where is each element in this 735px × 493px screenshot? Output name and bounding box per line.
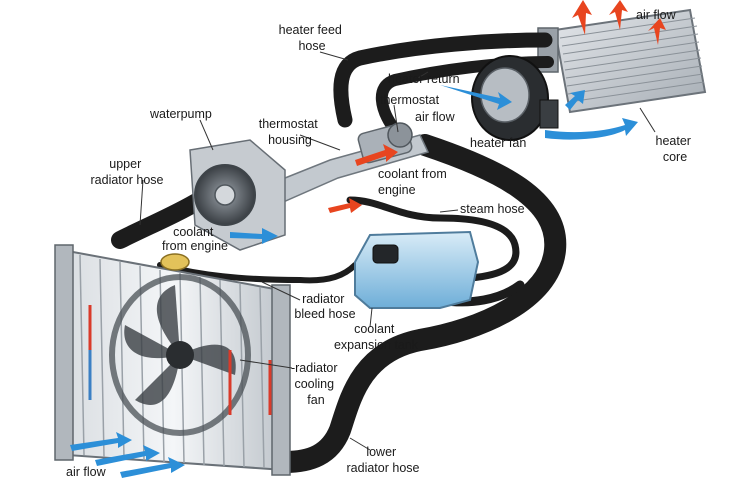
air-flow-arrows-heater bbox=[440, 85, 638, 140]
label-lower-radiator-hose: lower radiator hose bbox=[347, 445, 420, 475]
labels: heater feed hose air flow heater return … bbox=[66, 8, 695, 479]
label-heater-feed-hose: heater feed hose bbox=[279, 23, 346, 53]
coolant-arrows bbox=[230, 144, 398, 244]
label-air-flow-mid: air flow bbox=[415, 110, 456, 124]
heater-fan bbox=[471, 55, 559, 141]
water-pump bbox=[189, 139, 286, 251]
steam-hose bbox=[346, 196, 520, 282]
label-waterpump: waterpump bbox=[149, 107, 212, 121]
label-air-flow-top: air flow bbox=[636, 8, 677, 22]
leader-lines bbox=[139, 51, 656, 451]
radiator-flow-markers bbox=[88, 305, 272, 415]
radiator-cooling-fan bbox=[109, 274, 251, 436]
label-air-flow-bottom: air flow bbox=[66, 465, 107, 479]
label-upper-radiator-hose: upper radiator hose bbox=[91, 157, 164, 187]
label-heater-fan: heater fan bbox=[470, 136, 526, 150]
label-coolant-from-engine-left: coolant from engine bbox=[162, 225, 228, 253]
label-coolant-from-engine-right: coolant from engine bbox=[378, 167, 450, 197]
label-thermostat-housing: thermostat housing bbox=[259, 117, 322, 147]
label-heater-core: heater core bbox=[656, 134, 695, 164]
lower-radiator-hose bbox=[274, 134, 567, 473]
label-thermostat: thermostat bbox=[380, 93, 440, 107]
hoses bbox=[111, 32, 567, 473]
air-flow-arrows-top bbox=[572, 0, 666, 45]
label-coolant-expansion-tank: coolant expansion tank bbox=[334, 322, 419, 352]
label-radiator-bleed-hose: radiator bleed hose bbox=[294, 292, 355, 321]
heater-feed-hose bbox=[333, 32, 553, 128]
radiator-bleed-hose bbox=[157, 262, 358, 284]
label-radiator-cooling-fan: -radiator cooling fan bbox=[291, 361, 341, 407]
label-steam-hose: steam hose bbox=[460, 202, 525, 216]
upper-radiator-hose bbox=[111, 191, 209, 249]
coolant-expansion-tank bbox=[354, 230, 480, 309]
air-flow-arrows-bottom bbox=[70, 432, 185, 478]
label-heater-return: heater return bbox=[388, 72, 460, 86]
heater-core bbox=[537, 8, 707, 114]
